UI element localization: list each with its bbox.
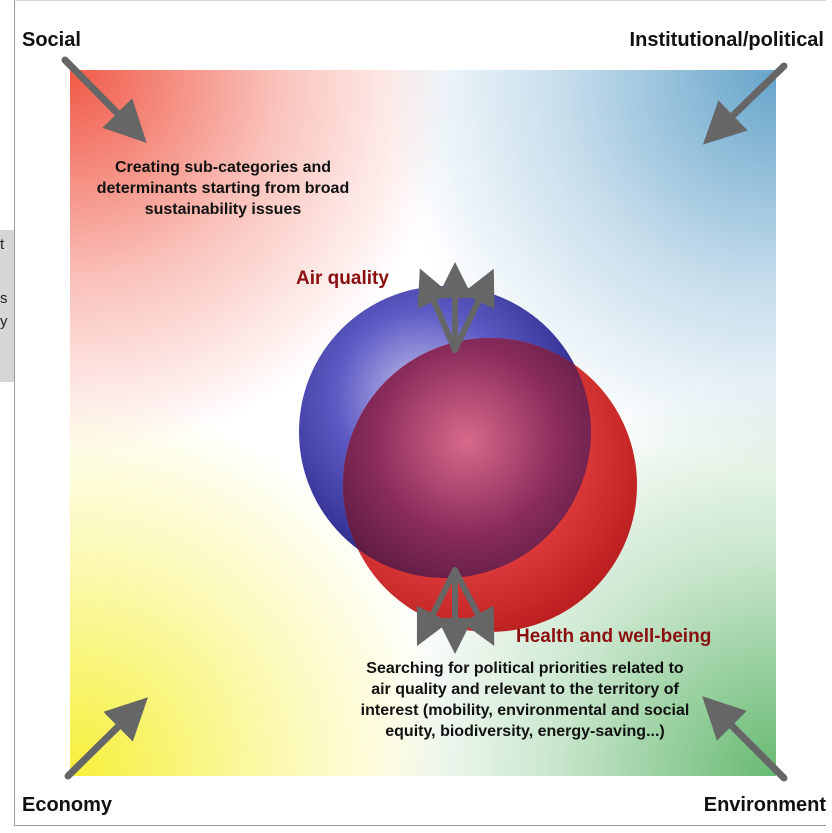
air-arrow-right [452, 268, 495, 353]
sub-categories-note: Creating sub-categories and determinants… [96, 159, 350, 218]
health-arrow-left [416, 567, 458, 647]
health-arrow-right [452, 567, 495, 646]
health-well-being-label: Health and well-being [516, 626, 712, 647]
side-panel-fragment-2: s [0, 290, 8, 307]
institutional-arrow [702, 62, 788, 145]
side-panel-fragment-3: y [0, 313, 8, 330]
political-priorities-note: Searching for political priorities relat… [360, 660, 690, 740]
air-quality-label: Air quality [296, 268, 389, 289]
social-label: Social [22, 29, 81, 51]
air-arrow-left [417, 268, 458, 353]
corner-arrows [61, 56, 788, 782]
economy-arrow [64, 697, 148, 780]
social-arrow [61, 56, 147, 143]
economy-label: Economy [22, 794, 113, 816]
environment-arrow [702, 696, 788, 782]
environment-label: Environment [703, 794, 826, 816]
topic-spheres [299, 286, 637, 632]
health-arrows [416, 567, 495, 654]
air-quality-arrows [417, 262, 495, 353]
side-panel-fragment-1: t [0, 236, 5, 253]
diagram-frame [14, 0, 826, 826]
institutional-political-label: Institutional/political [629, 29, 824, 51]
clipped-side-panel: t s y [0, 230, 14, 382]
